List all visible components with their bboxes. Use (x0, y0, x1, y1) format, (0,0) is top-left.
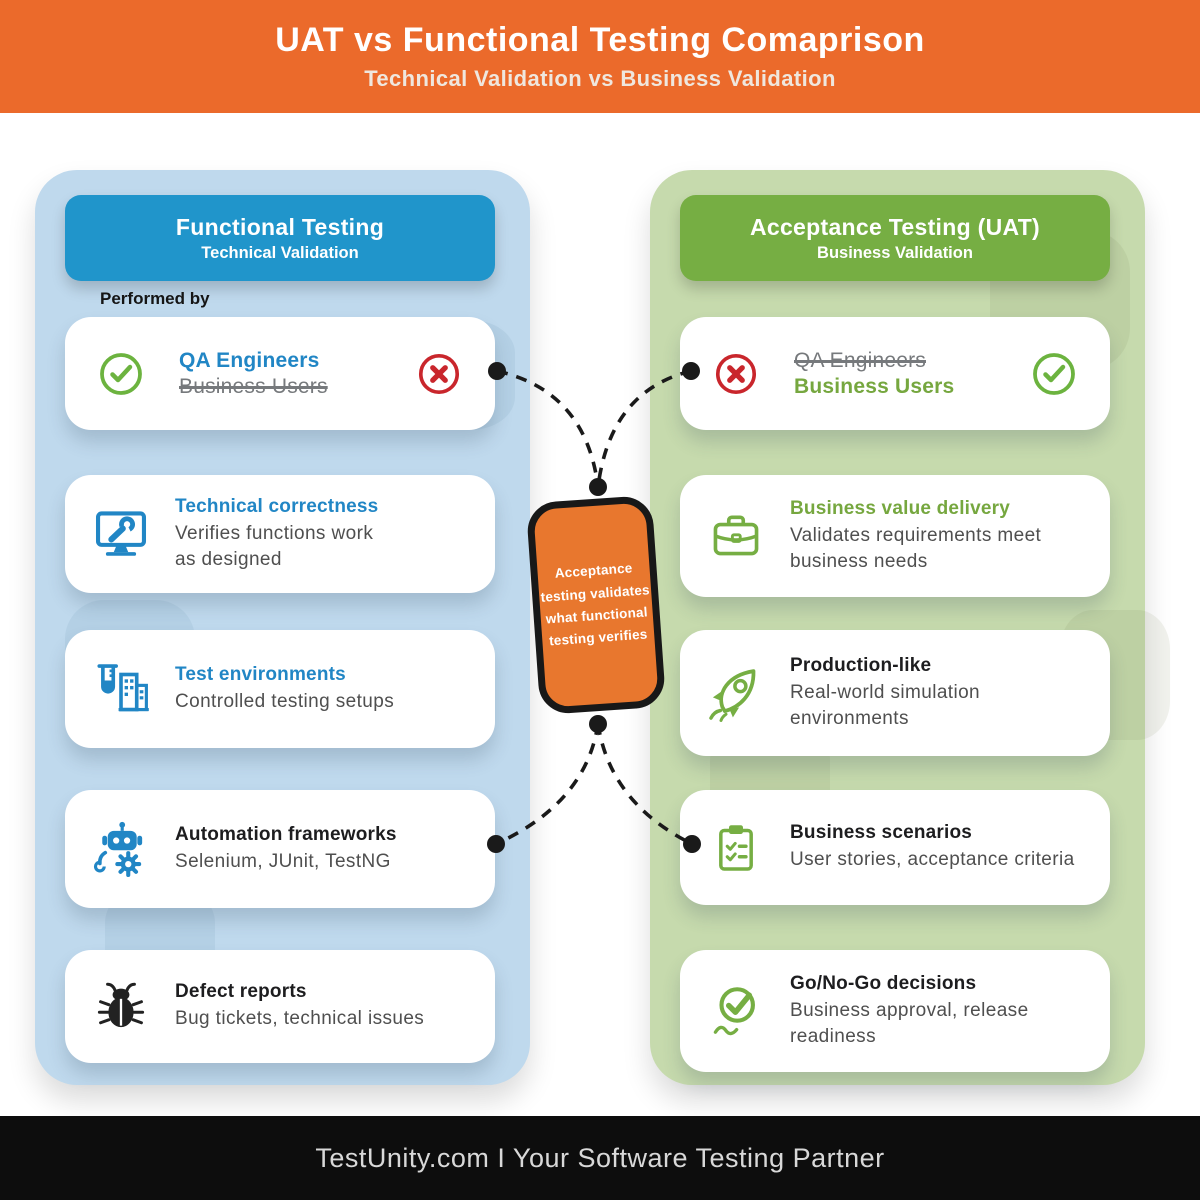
acceptance-testing-panel: Acceptance Testing (UAT) Business Valida… (650, 170, 1170, 1085)
functional-testing-subtitle: Technical Validation (201, 243, 359, 262)
card-text: Business value delivery Validates requir… (790, 498, 1041, 574)
approval-signature-icon (706, 982, 766, 1040)
card-title: Production-like (790, 654, 932, 676)
card-body: Validates requirements meet business nee… (790, 524, 1042, 572)
card-text: Go/No-Go decisions Business approval, re… (790, 973, 1029, 1049)
connector-dot (589, 715, 607, 733)
rejected-performer: QA Engineers (794, 348, 926, 372)
card-body: Verifies functions work as designed (175, 522, 374, 570)
card-text: Test environments Controlled testing set… (175, 664, 394, 715)
card-technical-correctness: Technical correctness Verifies functions… (65, 475, 495, 593)
card-automation-frameworks: Automation frameworks Selenium, JUnit, T… (65, 790, 495, 908)
card-title: Technical correctness (175, 495, 379, 517)
connector-dot (589, 478, 607, 496)
performed-by-label: Performed by (100, 289, 210, 308)
performers-card-uat: QA Engineers Business Users (680, 317, 1110, 430)
card-text: Technical correctness Verifies functions… (175, 496, 378, 572)
performer-names: QA Engineers Business Users (179, 349, 328, 399)
page-subtitle: Technical Validation vs Business Validat… (364, 66, 836, 91)
checklist-icon (706, 820, 766, 876)
card-defect-reports: Defect reports Bug tickets, technical is… (65, 950, 495, 1063)
card-test-environments: Test environments Controlled testing set… (65, 630, 495, 748)
card-title: Automation frameworks (175, 823, 397, 845)
card-text: Automation frameworks Selenium, JUnit, T… (175, 824, 397, 875)
card-production-like: Production-like Real-world simulation en… (680, 630, 1110, 756)
card-body: User stories, acceptance criteria (790, 849, 1075, 871)
card-title: Defect reports (175, 981, 307, 1003)
center-note-text: Acceptance testing validates what functi… (540, 560, 651, 649)
card-body: Bug tickets, technical issues (175, 1008, 425, 1030)
check-circle-icon (91, 350, 151, 398)
cross-circle-icon (409, 351, 469, 397)
card-body: Selenium, JUnit, TestNG (175, 850, 391, 872)
card-text: Production-like Real-world simulation en… (790, 655, 980, 731)
check-circle-icon (1024, 350, 1084, 398)
card-title: Go/No-Go decisions (790, 972, 977, 994)
card-text: Defect reports Bug tickets, technical is… (175, 981, 424, 1032)
rocket-icon (706, 663, 766, 723)
acceptance-testing-title: Acceptance Testing (UAT) (749, 213, 1041, 240)
rejected-performer: Business Users (179, 374, 328, 398)
card-business-value-delivery: Business value delivery Validates requir… (680, 475, 1110, 597)
acceptance-testing-subtitle: Business Validation (817, 243, 973, 262)
footer-bar: TestUnity.com I Your Software Testing Pa… (0, 1116, 1200, 1200)
functional-testing-title: Functional Testing (175, 213, 385, 240)
robot-icon (91, 820, 151, 878)
card-body: Controlled testing setups (175, 690, 395, 712)
monitor-wrench-icon (91, 505, 151, 563)
briefcase-icon (706, 507, 766, 565)
card-text: Business scenarios User stories, accepta… (790, 822, 1075, 873)
card-title: Business value delivery (790, 497, 1011, 519)
bug-icon (91, 979, 151, 1035)
center-note-box: Acceptance testing validates what functi… (525, 494, 667, 716)
functional-testing-panel: Functional Testing Technical Validation … (35, 170, 530, 1085)
card-go-no-go-decisions: Go/No-Go decisions Business approval, re… (680, 950, 1110, 1072)
test-tube-icon (91, 660, 151, 718)
approved-performer: QA Engineers (179, 348, 320, 372)
card-title: Business scenarios (790, 822, 973, 844)
performer-names: QA Engineers Business Users (794, 349, 954, 399)
approved-performer: Business Users (794, 374, 955, 398)
card-body: Business approval, release readiness (790, 999, 1029, 1047)
card-title: Test environments (175, 663, 346, 685)
page-title: UAT vs Functional Testing Comaprison (275, 21, 925, 59)
card-body: Real-world simulation environments (790, 681, 981, 729)
cross-circle-icon (706, 351, 766, 397)
acceptance-testing-header: Acceptance Testing (UAT) Business Valida… (680, 195, 1110, 281)
performers-card-functional: QA Engineers Business Users (65, 317, 495, 430)
card-business-scenarios: Business scenarios User stories, accepta… (680, 790, 1110, 905)
header-banner: UAT vs Functional Testing Comaprison Tec… (0, 0, 1200, 113)
functional-testing-header: Functional Testing Technical Validation (65, 195, 495, 281)
footer-text: TestUnity.com I Your Software Testing Pa… (315, 1142, 885, 1173)
